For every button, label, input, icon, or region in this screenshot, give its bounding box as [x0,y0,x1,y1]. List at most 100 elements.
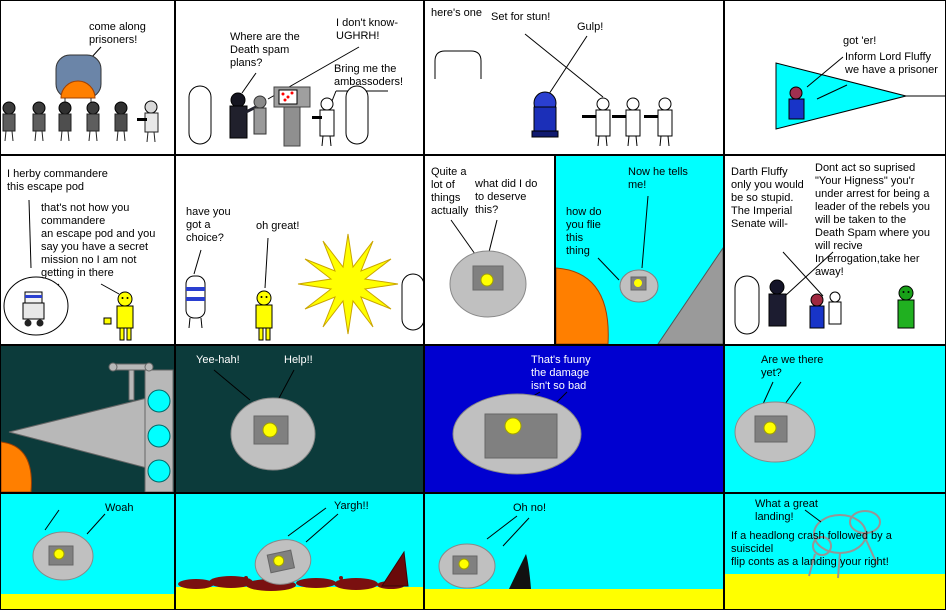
panel-art [3,199,134,341]
vader-figure [768,279,787,327]
speech-quite-a-lot: Quite a lot of things actually [431,166,469,217]
escape-pod [438,543,496,589]
speech-ughrh: I don't know- UGHRH! [336,17,399,42]
speech-headlong-crash: If a headlong crash followed by a suisci… [731,530,892,568]
escape-pod [254,539,312,585]
escape-pod [619,269,659,303]
speech-pointer-line [193,249,202,275]
speech-darth-fluffy: Darth Fluffy only you would be so stupid… [731,166,804,230]
speech-got-er: got 'er! [843,35,877,47]
speech-ambassoders: Bring me the ambassoders! [334,63,404,88]
speech-not-how: that's not how you commandere an escape … [41,202,156,279]
wreck-fin [381,550,409,587]
panel-art [1,362,174,492]
panel-art [185,233,423,341]
trooper-figure [828,291,842,325]
speech-where-plans: Where are the Death spam plans? [230,31,300,69]
captured-princess [788,86,805,120]
speech-pointer-line [816,84,848,100]
green-alien [897,285,915,329]
panel-r2c2: have you got a choice? oh great! [175,155,424,345]
speech-oh-great: oh great! [256,220,300,232]
speech-oh-no: Oh no! [513,502,547,514]
planet-orange [556,267,609,344]
crashed-pod-outline [808,510,881,579]
trooper-figure [312,97,335,147]
panel-r3c2: Yee-hah! Help!! [175,345,424,493]
speech-pointer-line [502,517,530,547]
panel-r4c3: Oh no! [424,493,724,610]
speech-yargh: Yargh!! [334,500,369,512]
panel-r4c2: Yargh!! [175,493,424,610]
speech-thats-funny: That's fuuny the damage isn't so bad [531,354,591,392]
panel-r3c3: That's fuuny the damage isn't so bad [424,345,724,493]
speech-pointer-line [782,251,824,297]
escape-pod-hatch [3,276,69,336]
door [734,275,760,335]
blood-splatter [178,576,405,591]
panel-art [725,509,945,609]
speech-pointer-line [86,513,106,535]
panel-art [452,391,582,475]
shark-fin [509,554,531,589]
speech-deserve-this: what did I do to deserve this? [475,178,538,216]
ground [176,587,423,609]
speech-pointer-line [784,381,802,405]
speech-pointer-line [264,237,269,289]
panel-art [734,381,816,463]
panel-art [425,515,723,609]
doorway [55,54,102,104]
speech-pointer-line [762,381,774,405]
panel-art [775,56,945,130]
panel-art [2,46,159,143]
panel-r2c3: Quite a lot of things actually what did … [424,155,555,345]
panel-r1c1: come along prisoners! [0,0,175,155]
escape-pod [230,397,316,471]
panel-art [188,46,388,147]
speech-pointer-line [287,507,327,537]
door [401,273,423,331]
speech-set-for-stun: Set for stun! [491,11,551,23]
door [345,85,369,145]
planet-orange [1,441,32,492]
panel-art [434,33,673,147]
panel-r2c4: Now he tells me! how do you flie this th… [555,155,724,345]
speech-pointer-line [524,33,604,98]
panel-r3c1 [0,345,175,493]
speech-commandere: I herby commandere this escape pod [7,168,108,193]
panel-r1c3: here's one Set for stun! Gulp! [424,0,724,155]
speech-gulp: Gulp! [577,21,604,33]
vader-figure [229,92,257,139]
speech-woah: Woah [105,502,134,514]
panel-r1c2: Where are the Death spam plans? I don't … [175,0,424,155]
speech-pointer-line [100,283,120,295]
trooper-squad [582,97,673,147]
panel-r4c4: What a great landing! If a headlong cras… [724,493,946,610]
engine-lights [147,389,171,483]
gold-droid [103,291,134,341]
speech-pointer-line [784,251,834,297]
choked-figure [253,95,267,135]
speech-pointer-line [213,369,251,401]
escape-pod [734,401,816,463]
speech-how-flie: how do you flie this thing [566,206,602,257]
speech-under-arrest: Dont act so suprised "Your Higness" you'… [815,162,930,278]
speech-heres-one: here's one [431,7,483,19]
speech-got-a-choice: have you got a choice? [186,206,231,244]
white-droid [185,275,206,329]
panel-art [176,507,423,609]
panel-art [734,251,915,335]
speech-pointer-line [305,513,339,543]
panel-art [213,369,316,471]
speech-pointer-line [597,257,620,281]
tractor-beam [775,62,907,130]
escape-pod [452,393,582,475]
panel-art [449,219,527,318]
explosion [297,233,399,335]
ship-wedge [657,247,723,344]
speech-pointer-line [450,219,476,255]
door [188,85,212,145]
speech-come-along: come along prisoners! [89,21,146,46]
panel-art [1,509,174,609]
